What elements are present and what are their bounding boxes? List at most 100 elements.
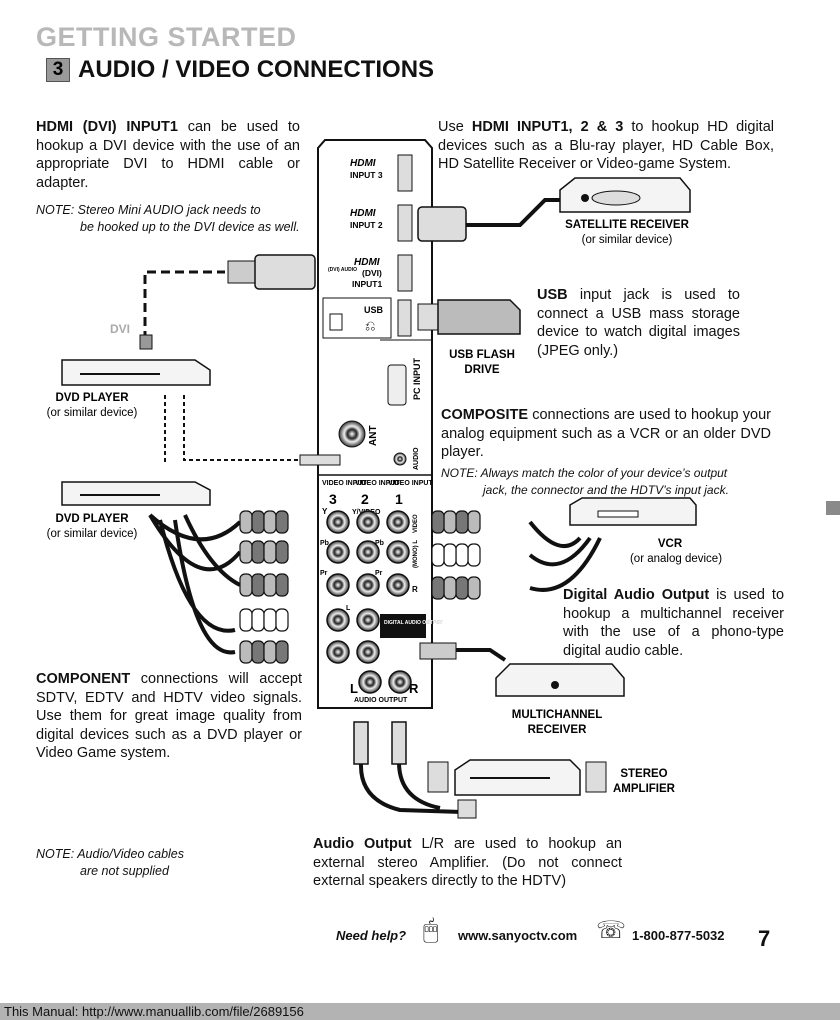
rca-jack[interactable] — [356, 540, 380, 564]
composite-note: NOTE: Always match the color of your dev… — [441, 465, 777, 499]
page-title-text: AUDIO / VIDEO CONNECTIONS — [78, 56, 435, 83]
hdmi-use-text: to hookup HD digital devices such as a B… — [438, 119, 774, 172]
stereo-label-2: AMPLIFIER — [613, 783, 676, 795]
website-link[interactable]: www.sanyoctv.com — [458, 928, 578, 943]
step-number-badge: 3 — [46, 58, 70, 82]
page-title: 3 AUDIO / VIDEO CONNECTIONS — [46, 56, 434, 84]
multichannel-receiver: MULTICHANNEL RECEIVER — [495, 663, 625, 736]
video-label: VIDEO — [413, 514, 419, 533]
usb-text: input jack is used to connect a USB mass… — [537, 287, 740, 359]
dvi-connector-label: DVI — [110, 322, 130, 336]
rca-jack[interactable] — [386, 510, 410, 534]
component-bold: COMPONENT — [36, 671, 131, 687]
digital-audio-bold: Digital Audio Output — [563, 587, 710, 603]
antenna-port[interactable]: ANT — [338, 420, 379, 448]
vcr-sub: (or analog device) — [630, 553, 722, 565]
rca-jack[interactable] — [326, 640, 350, 664]
rca-jack[interactable] — [356, 573, 380, 597]
note-label: NOTE — [36, 847, 71, 861]
satellite-sub: (or similar device) — [582, 234, 673, 246]
rca-jack[interactable] — [326, 608, 350, 632]
input-number-2: 2 — [361, 491, 369, 507]
rca-plug — [431, 543, 481, 567]
digital-audio-output-label: DIGITAL AUDIO OUTPUT — [384, 620, 443, 626]
input-number-3: 3 — [329, 491, 337, 507]
digital-audio-output-port[interactable] — [380, 614, 426, 638]
dvd-player-1: DVD PLAYER (or similar device) — [47, 359, 211, 419]
note-rest: be hooked up to the DVI device as well. — [80, 220, 300, 234]
rca-jack[interactable] — [356, 640, 380, 664]
section-title: GETTING STARTED — [36, 22, 297, 52]
manual-footer-bar[interactable]: This Manual: http://www.manuallib.com/fi… — [0, 1003, 840, 1020]
dvi-label: (DVI) — [362, 268, 382, 278]
rca-jack[interactable] — [326, 540, 350, 564]
rca-jack[interactable] — [326, 573, 350, 597]
component-text: connections will accept SDTV, EDTV and H… — [36, 671, 302, 761]
cables-note: NOTE: Audio/Video cables are not supplie… — [36, 846, 236, 880]
multichannel-label-2: RECEIVER — [528, 724, 587, 736]
pc-input-port[interactable]: PC INPUT — [387, 357, 422, 406]
note-first: : Always match the color of your device’… — [474, 466, 728, 480]
rca-plug — [239, 573, 289, 597]
note-label: NOTE — [36, 203, 71, 217]
vcr-label: VCR — [658, 538, 683, 550]
mouse-icon: 🖱 — [423, 914, 439, 944]
usb-bold: USB — [537, 287, 568, 303]
audio-output-jack[interactable] — [388, 670, 412, 694]
audio-output-jack[interactable] — [358, 670, 382, 694]
ant-label: ANT — [368, 425, 379, 446]
hdmi-dvi-note: NOTE: Stereo Mini AUDIO jack needs to be… — [36, 202, 304, 236]
note-label: NOTE — [441, 466, 475, 480]
stereo-amplifier: STEREO AMPLIFIER — [427, 759, 676, 796]
y-label: Y — [322, 507, 328, 516]
mono-l-label: (MONO) L — [413, 540, 419, 568]
page-number: 7 — [758, 926, 771, 951]
audio-mini-jack[interactable]: AUDIO — [393, 447, 420, 470]
hdmi-input-2-port[interactable]: HDMI INPUT 2 — [350, 204, 413, 242]
stereo-label-1: STEREO — [620, 768, 667, 780]
input-number-1: 1 — [395, 491, 403, 507]
audio-output-bold: Audio Output — [313, 836, 412, 852]
usb-icon: ⎌ — [365, 318, 375, 333]
rca-plug — [431, 576, 481, 600]
rca-plug — [239, 608, 289, 632]
hdmi-input-3-port[interactable]: HDMI INPUT 3 — [350, 154, 413, 192]
composite-plugs-right — [431, 510, 481, 600]
hdmi-dvi-paragraph: HDMI (DVI) INPUT1 can be used to hookup … — [36, 118, 300, 192]
dvd-player-2: DVD PLAYER (or similar device) — [47, 481, 211, 540]
rca-jack-grid — [326, 510, 412, 694]
r-label: R — [412, 585, 418, 594]
video-input-1-label: VIDEO INPUT — [388, 480, 433, 487]
digital-audio-text: is used to hookup a multichannel receive… — [563, 587, 785, 659]
video-input-3-label: VIDEO INPUT — [322, 480, 367, 487]
note-first: : Audio/Video cables — [70, 847, 185, 861]
rca-jack[interactable] — [326, 510, 350, 534]
hdmi-dvi-bold: HDMI (DVI) INPUT1 — [36, 119, 178, 135]
pr-label: Pr — [320, 570, 328, 577]
pr-label: Pr — [375, 570, 383, 577]
section-tab-marker — [826, 501, 840, 515]
composite-text: connections are used to hookup your anal… — [441, 407, 771, 460]
hdmi-input-1-port[interactable]: HDMI (DVI) INPUT1 (DVI) AUDIO — [328, 254, 413, 292]
video-input-2-label: VIDEO INPUT — [355, 480, 400, 487]
rca-jack[interactable] — [356, 608, 380, 632]
dvd-player-2-sub: (or similar device) — [47, 528, 138, 540]
hdmi-use-pre: Use — [438, 119, 472, 135]
pb-label: Pb — [375, 540, 384, 547]
usb-port[interactable]: USB ⎌ — [322, 297, 412, 339]
dvd-player-1-label: DVD PLAYER — [55, 392, 129, 404]
rca-jack[interactable] — [356, 510, 380, 534]
phone-icon: ☏ — [596, 917, 627, 944]
rca-jack[interactable] — [386, 540, 410, 564]
rca-jack[interactable] — [386, 573, 410, 597]
note-rest: jack, the connector and the HDTV’s input… — [483, 483, 729, 497]
big-l-label: L — [350, 681, 358, 696]
audio-output-paragraph: Audio Output L/R are used to hookup an e… — [313, 835, 622, 891]
composite-paragraph: COMPOSITE connections are used to hookup… — [441, 406, 771, 462]
audio-output-text: L/R are used to hookup an external stere… — [313, 836, 622, 889]
hdmi2-label: INPUT 2 — [350, 220, 383, 230]
hdmi-logo: HDMI — [350, 158, 376, 169]
audio-output-label: AUDIO OUTPUT — [354, 697, 408, 704]
pb-label: Pb — [320, 540, 329, 547]
